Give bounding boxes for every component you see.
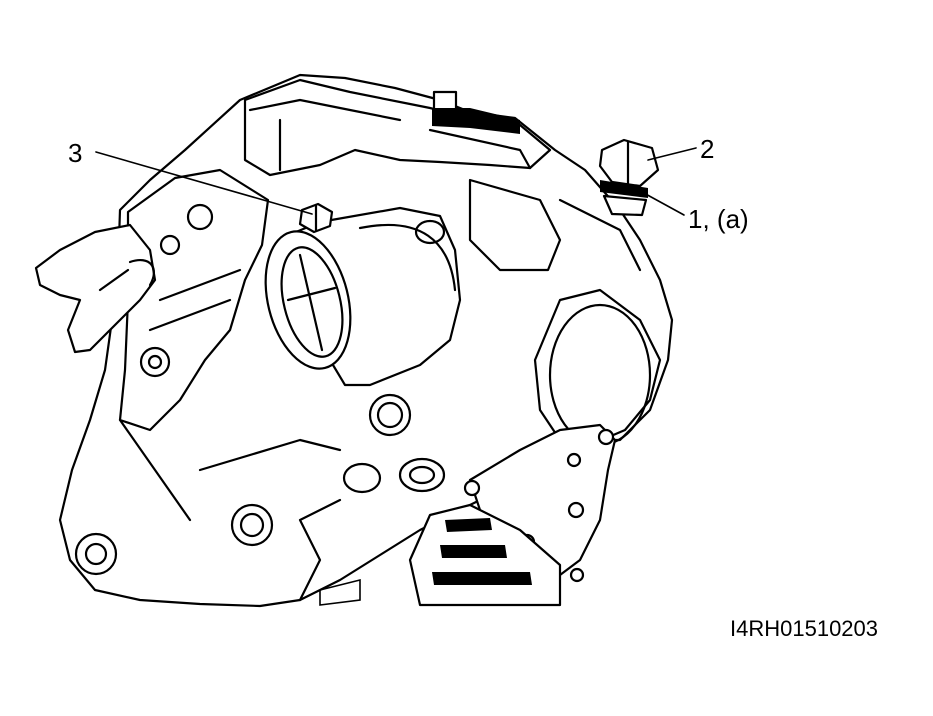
filler-plug [598,138,660,217]
callout-3: 3 [68,138,82,168]
flange-hole [186,203,214,231]
leader-line-1 [641,191,685,216]
finger-line [128,259,155,287]
flange-hole [159,234,181,256]
callout-1a: 1, (a) [688,204,749,234]
housing-rib [118,268,342,602]
bolt-3 [298,202,334,234]
flange-bolt-hole [463,479,481,497]
lug [342,462,382,494]
housing-rib [558,198,642,272]
top-cover-rib [428,128,532,170]
top-bolt [432,90,520,134]
flange-hole-inner [147,354,163,370]
flange-bolt-hole [597,428,615,446]
leader-line-3 [95,151,313,215]
lug-inner [408,465,436,485]
flange-bolt-hole [566,452,582,468]
callout-2: 2 [700,134,714,164]
gear-stack [319,503,562,607]
hand-outline [34,223,157,354]
bell-housing [533,288,662,447]
mount-hole-inner [84,542,108,566]
leader-line-2 [647,147,697,161]
figure-code: I4RH01510203 [730,616,878,641]
flange-bolt-hole [567,501,585,519]
extension-housing [264,206,462,387]
top-cover-rib [248,98,402,122]
filler-plug-gasket [600,180,648,198]
housing-rib [468,178,562,272]
mount-hole-inner [239,512,265,538]
flange-bolt-hole [569,567,585,583]
finger-line [98,268,130,292]
boss-hole-inner [376,401,404,429]
